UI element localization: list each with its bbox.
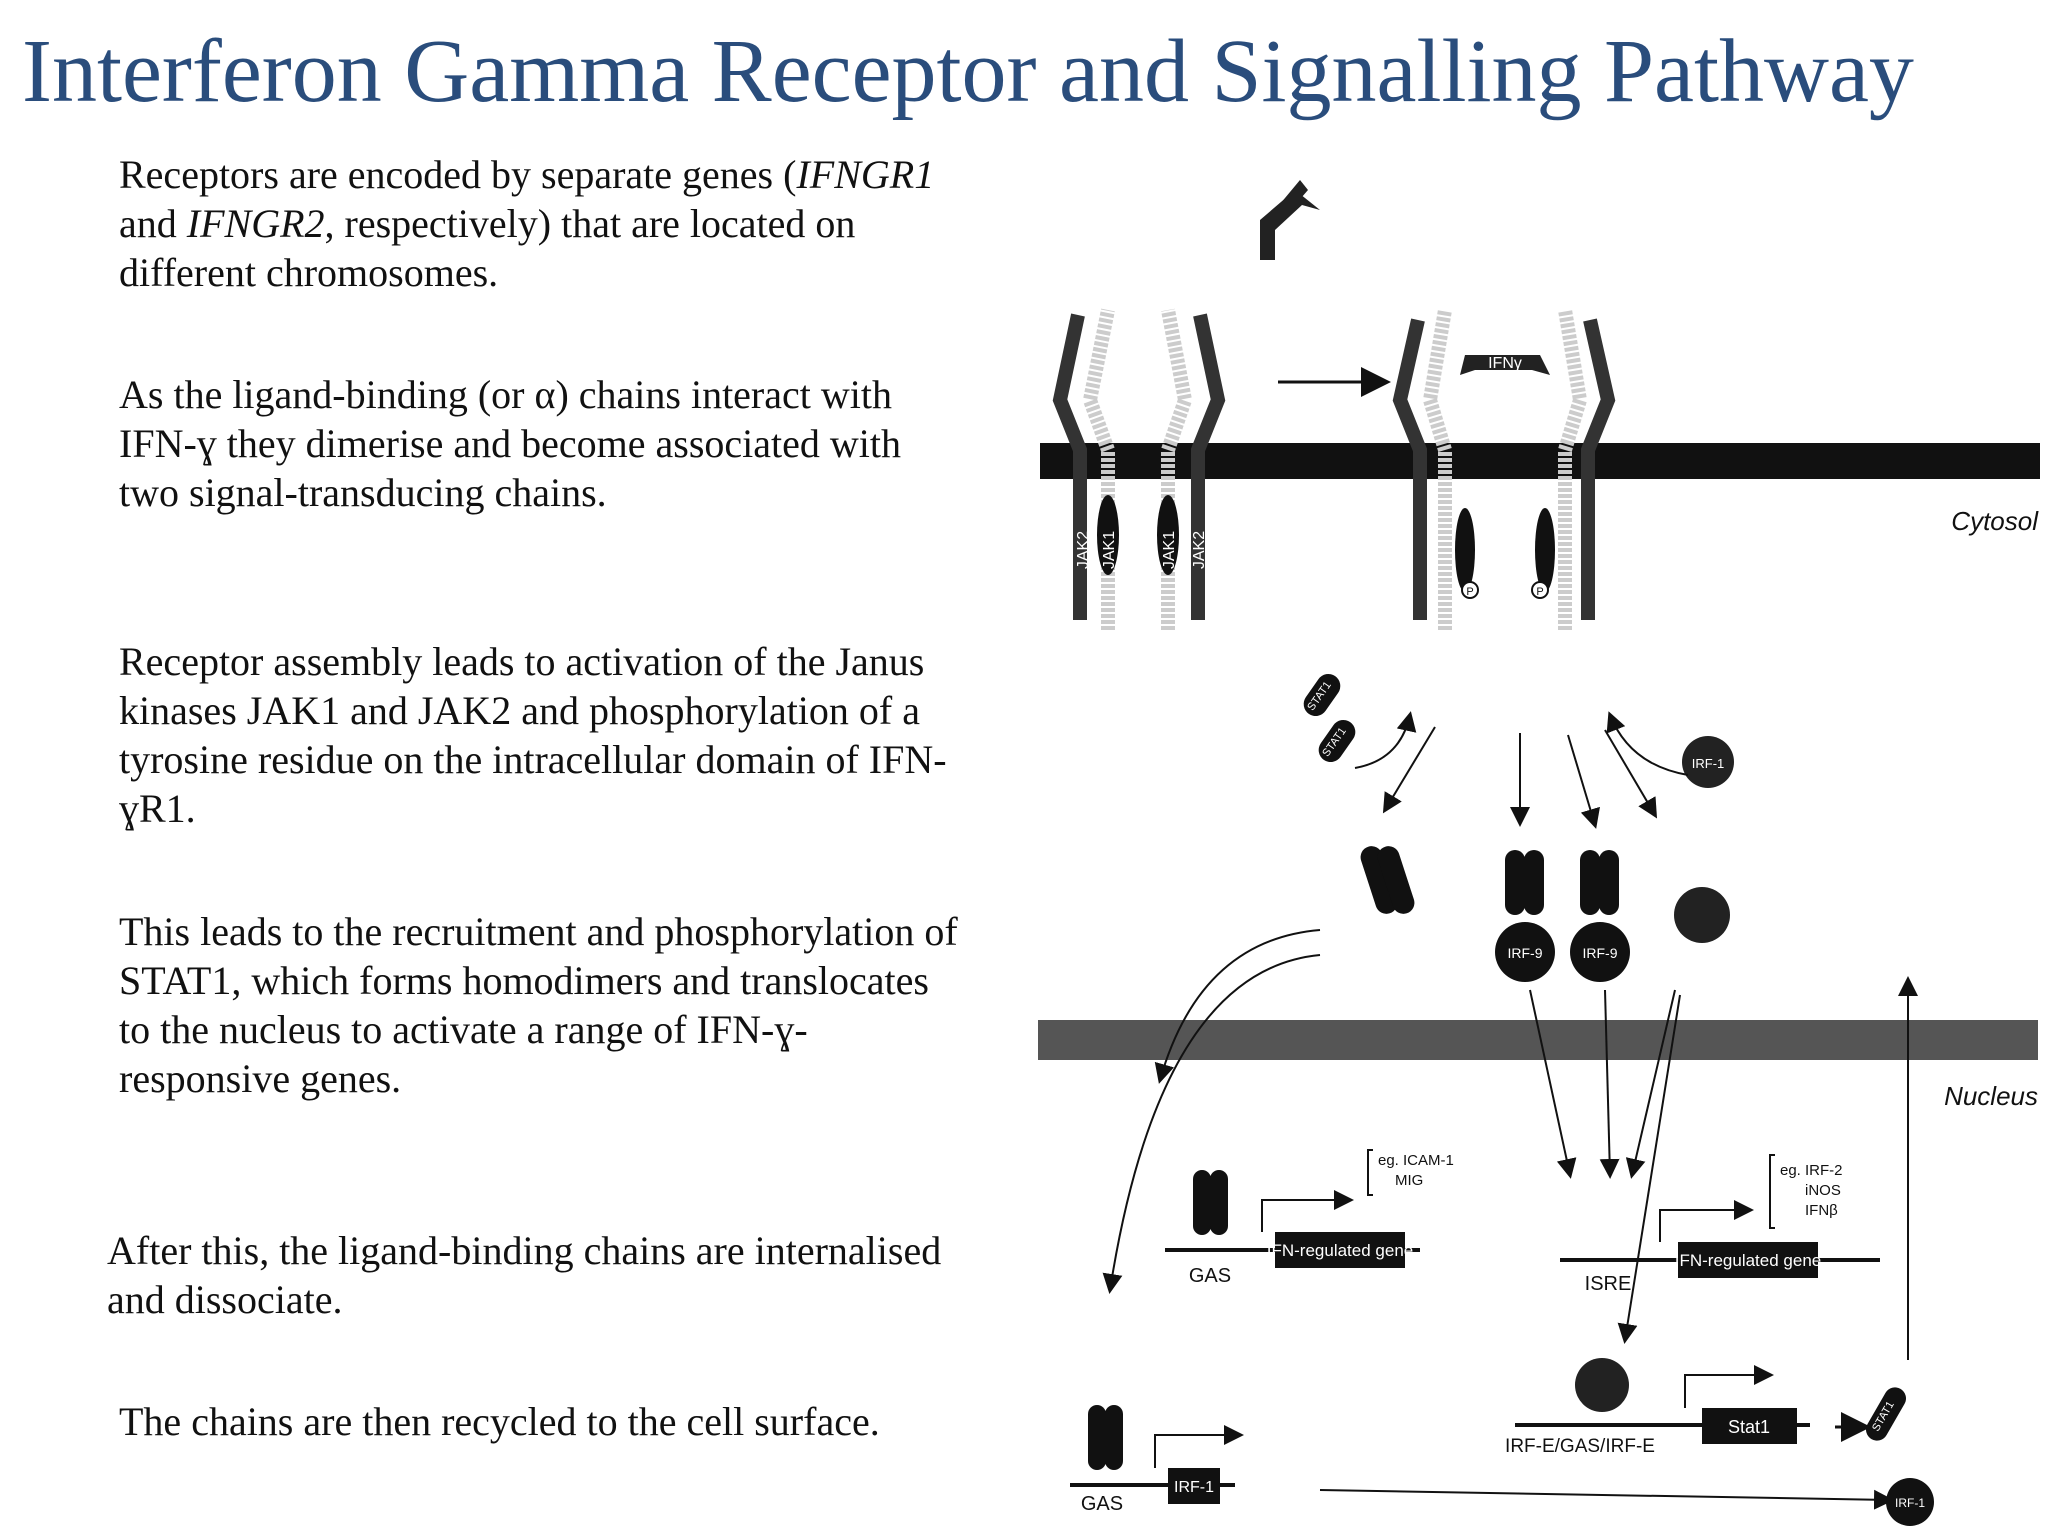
example-mig: MIG <box>1395 1172 1423 1189</box>
gene-name-ifngr2: IFNGR2 <box>186 201 325 246</box>
irf9-label-left: IRF-9 <box>1508 945 1543 961</box>
example-inos: iNOS <box>1805 1182 1841 1199</box>
page-title: Interferon Gamma Receptor and Signalling… <box>22 22 1914 121</box>
gas-label: GAS <box>1189 1265 1231 1287</box>
jak1-left-label: JAK1 <box>1101 531 1118 569</box>
irf-e-gas-label: IRF-E/GAS/IRF-E <box>1505 1436 1655 1457</box>
inactive-receptor-complex <box>1052 308 1226 630</box>
nucleus-label: Nucleus <box>1944 1081 2038 1111</box>
paragraph-ligand-binding: As the ligand-binding (or α) chains inte… <box>119 372 901 515</box>
isgf3-complex-right <box>1570 850 1630 982</box>
stat1-homodimer <box>1360 846 1415 914</box>
phospho-label-right: P <box>1536 586 1543 598</box>
paragraph-receptor-assembly: Receptor assembly leads to activation of… <box>119 639 947 831</box>
irf1-new-label: IRF-1 <box>1895 1496 1925 1510</box>
gene-label-isre: IFN-regulated gene <box>1675 1251 1821 1270</box>
gas-promoter-gene <box>1165 1149 1420 1268</box>
jak2-left-label: JAK2 <box>1075 531 1092 569</box>
example-ifnb: IFNβ <box>1805 1202 1838 1219</box>
jak1-right-label: JAK1 <box>1161 531 1178 569</box>
irf1-cytosolic-protein-2 <box>1674 887 1730 943</box>
isgf3-complex-left <box>1495 850 1555 982</box>
irf1-cytosolic-label: IRF-1 <box>1692 756 1725 771</box>
isre-label: ISRE <box>1585 1273 1632 1295</box>
isre-promoter-gene <box>1560 1154 1880 1278</box>
stat1-monomers <box>1303 673 1356 763</box>
irf1-gene-label: IRF-1 <box>1174 1479 1214 1496</box>
irf9-label-right: IRF-9 <box>1583 945 1618 961</box>
ifn-gamma-bound-label: IFNγ <box>1488 355 1522 372</box>
gene-name-ifngr1: IFNGR1 <box>796 152 935 197</box>
active-receptor-complex <box>1392 308 1616 630</box>
phospho-label-left: P <box>1466 586 1473 598</box>
stat1-gene-label: Stat1 <box>1728 1417 1770 1437</box>
signalling-pathway-diagram: Cytosol JAK2 JAK1 JAK1 JAK2 IFNγ P P STA… <box>1038 180 2040 1526</box>
irf1-gene-promoter <box>1070 1405 1934 1526</box>
paragraph-receptor-genes: Receptors are encoded by separate genes … <box>119 152 935 295</box>
gas-label-bottom: GAS <box>1081 1493 1123 1515</box>
example-irf2: eg. IRF-2 <box>1780 1162 1843 1179</box>
paragraph-recycling: The chains are then recycled to the cell… <box>119 1399 880 1444</box>
paragraph-stat1-recruitment: This leads to the recruitment and phosph… <box>119 909 958 1101</box>
irf1-cytosolic-protein <box>1682 736 1734 788</box>
cell-membrane <box>1040 443 2040 479</box>
example-icam1: eg. ICAM-1 <box>1378 1152 1454 1169</box>
recruitment-arrows <box>1354 711 1689 829</box>
ifn-gamma-ligand-icon <box>1260 180 1320 260</box>
paragraph-internalisation: After this, the ligand-binding chains ar… <box>107 1228 942 1322</box>
gene-label-gas: IFN-regulated gene <box>1267 1241 1413 1260</box>
cytosol-label: Cytosol <box>1951 506 2039 536</box>
stat1-gene-promoter <box>1515 1358 1906 1444</box>
nuclear-translocation-arrows <box>1102 929 1918 1360</box>
jak2-right-label: JAK2 <box>1191 531 1208 569</box>
